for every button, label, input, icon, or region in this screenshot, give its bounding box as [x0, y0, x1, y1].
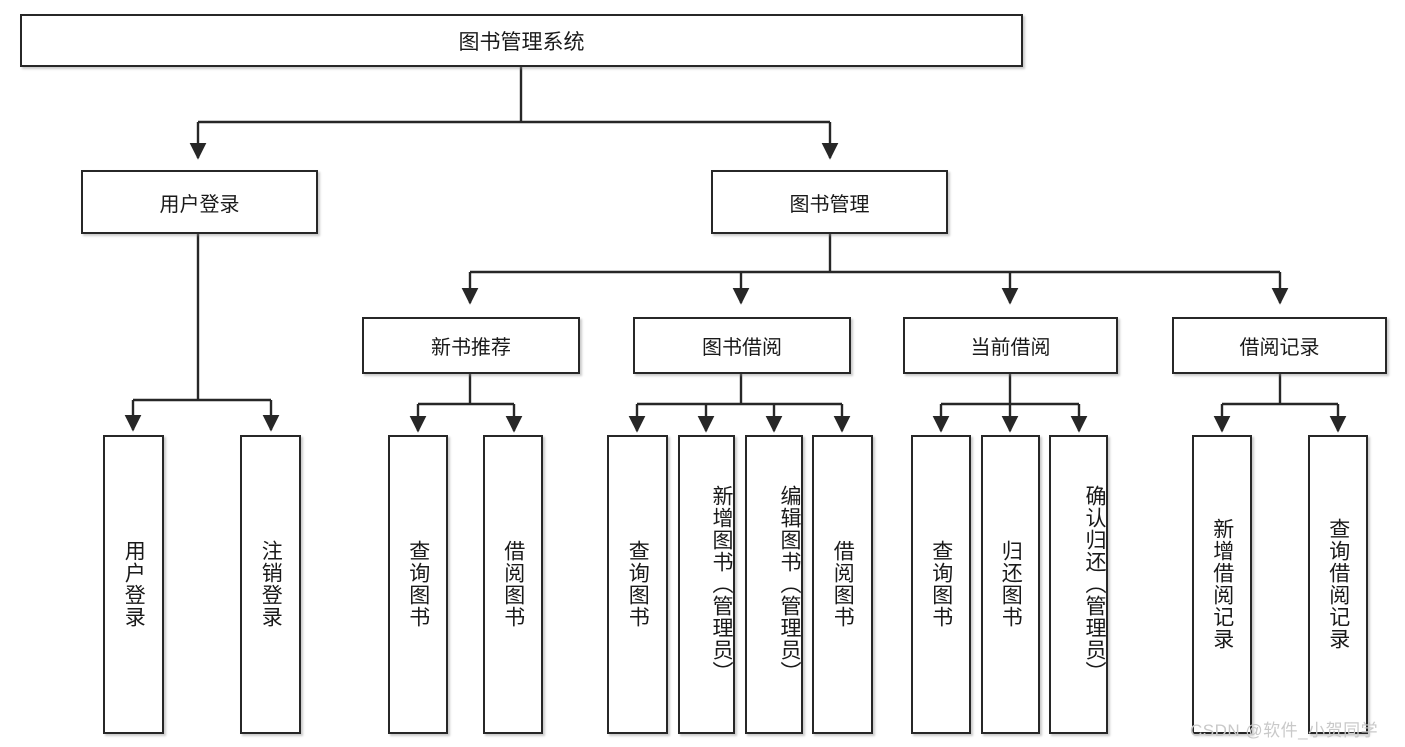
node-book-borrow[interactable]: 图书借阅 — [633, 317, 851, 374]
node-label: 新书推荐 — [431, 337, 511, 359]
node-user-login[interactable]: 用户登录 — [81, 170, 318, 234]
node-label: 新增借阅记录 — [1210, 517, 1234, 650]
watermark: CSDN @软件_小贺同学 — [1190, 721, 1379, 740]
node-label: 查询借阅记录 — [1326, 517, 1350, 650]
leaf-borrow-book-recommend[interactable]: 借阅图书 — [483, 435, 543, 734]
leaf-user-login[interactable]: 用户登录 — [103, 435, 164, 734]
node-label: 用户登录 — [122, 539, 146, 628]
node-label: 图书管理系统 — [458, 30, 585, 54]
leaf-add-book-admin[interactable]: 新增图书（管理员） — [678, 435, 735, 734]
leaf-query-borrow-record[interactable]: 查询借阅记录 — [1308, 435, 1368, 734]
leaf-query-book-recommend[interactable]: 查询图书 — [388, 435, 448, 734]
node-label: 注销登录 — [259, 539, 283, 628]
leaf-query-book-current[interactable]: 查询图书 — [911, 435, 971, 734]
node-label: 查询图书 — [406, 539, 430, 628]
node-label: 借阅图书 — [501, 539, 525, 628]
node-label: 归还图书 — [999, 539, 1023, 628]
node-label: 图书借阅 — [702, 337, 782, 359]
node-root-library-system[interactable]: 图书管理系统 — [20, 14, 1023, 67]
leaf-edit-book-admin[interactable]: 编辑图书（管理员） — [745, 435, 803, 734]
node-label: 新增图书（管理员） — [710, 484, 733, 683]
node-label: 用户登录 — [159, 193, 240, 216]
node-label: 借阅图书 — [831, 539, 855, 628]
node-label: 借阅记录 — [1239, 337, 1320, 359]
leaf-user-logout[interactable]: 注销登录 — [240, 435, 301, 734]
node-book-management[interactable]: 图书管理 — [711, 170, 948, 234]
node-label: 查询图书 — [929, 539, 953, 628]
leaf-query-book-borrow[interactable]: 查询图书 — [607, 435, 668, 734]
node-label: 查询图书 — [626, 539, 650, 628]
node-new-book-recommend[interactable]: 新书推荐 — [362, 317, 580, 374]
node-borrow-record[interactable]: 借阅记录 — [1172, 317, 1387, 374]
node-label: 图书管理 — [789, 193, 870, 216]
leaf-return-book[interactable]: 归还图书 — [981, 435, 1040, 734]
leaf-confirm-return-admin[interactable]: 确认归还（管理员） — [1049, 435, 1108, 734]
node-label: 当前借阅 — [970, 337, 1051, 359]
leaf-add-borrow-record[interactable]: 新增借阅记录 — [1192, 435, 1252, 734]
node-label: 确认归还（管理员） — [1083, 484, 1106, 683]
node-current-borrow[interactable]: 当前借阅 — [903, 317, 1118, 374]
leaf-borrow-book[interactable]: 借阅图书 — [812, 435, 873, 734]
node-label: 编辑图书（管理员） — [778, 484, 801, 683]
